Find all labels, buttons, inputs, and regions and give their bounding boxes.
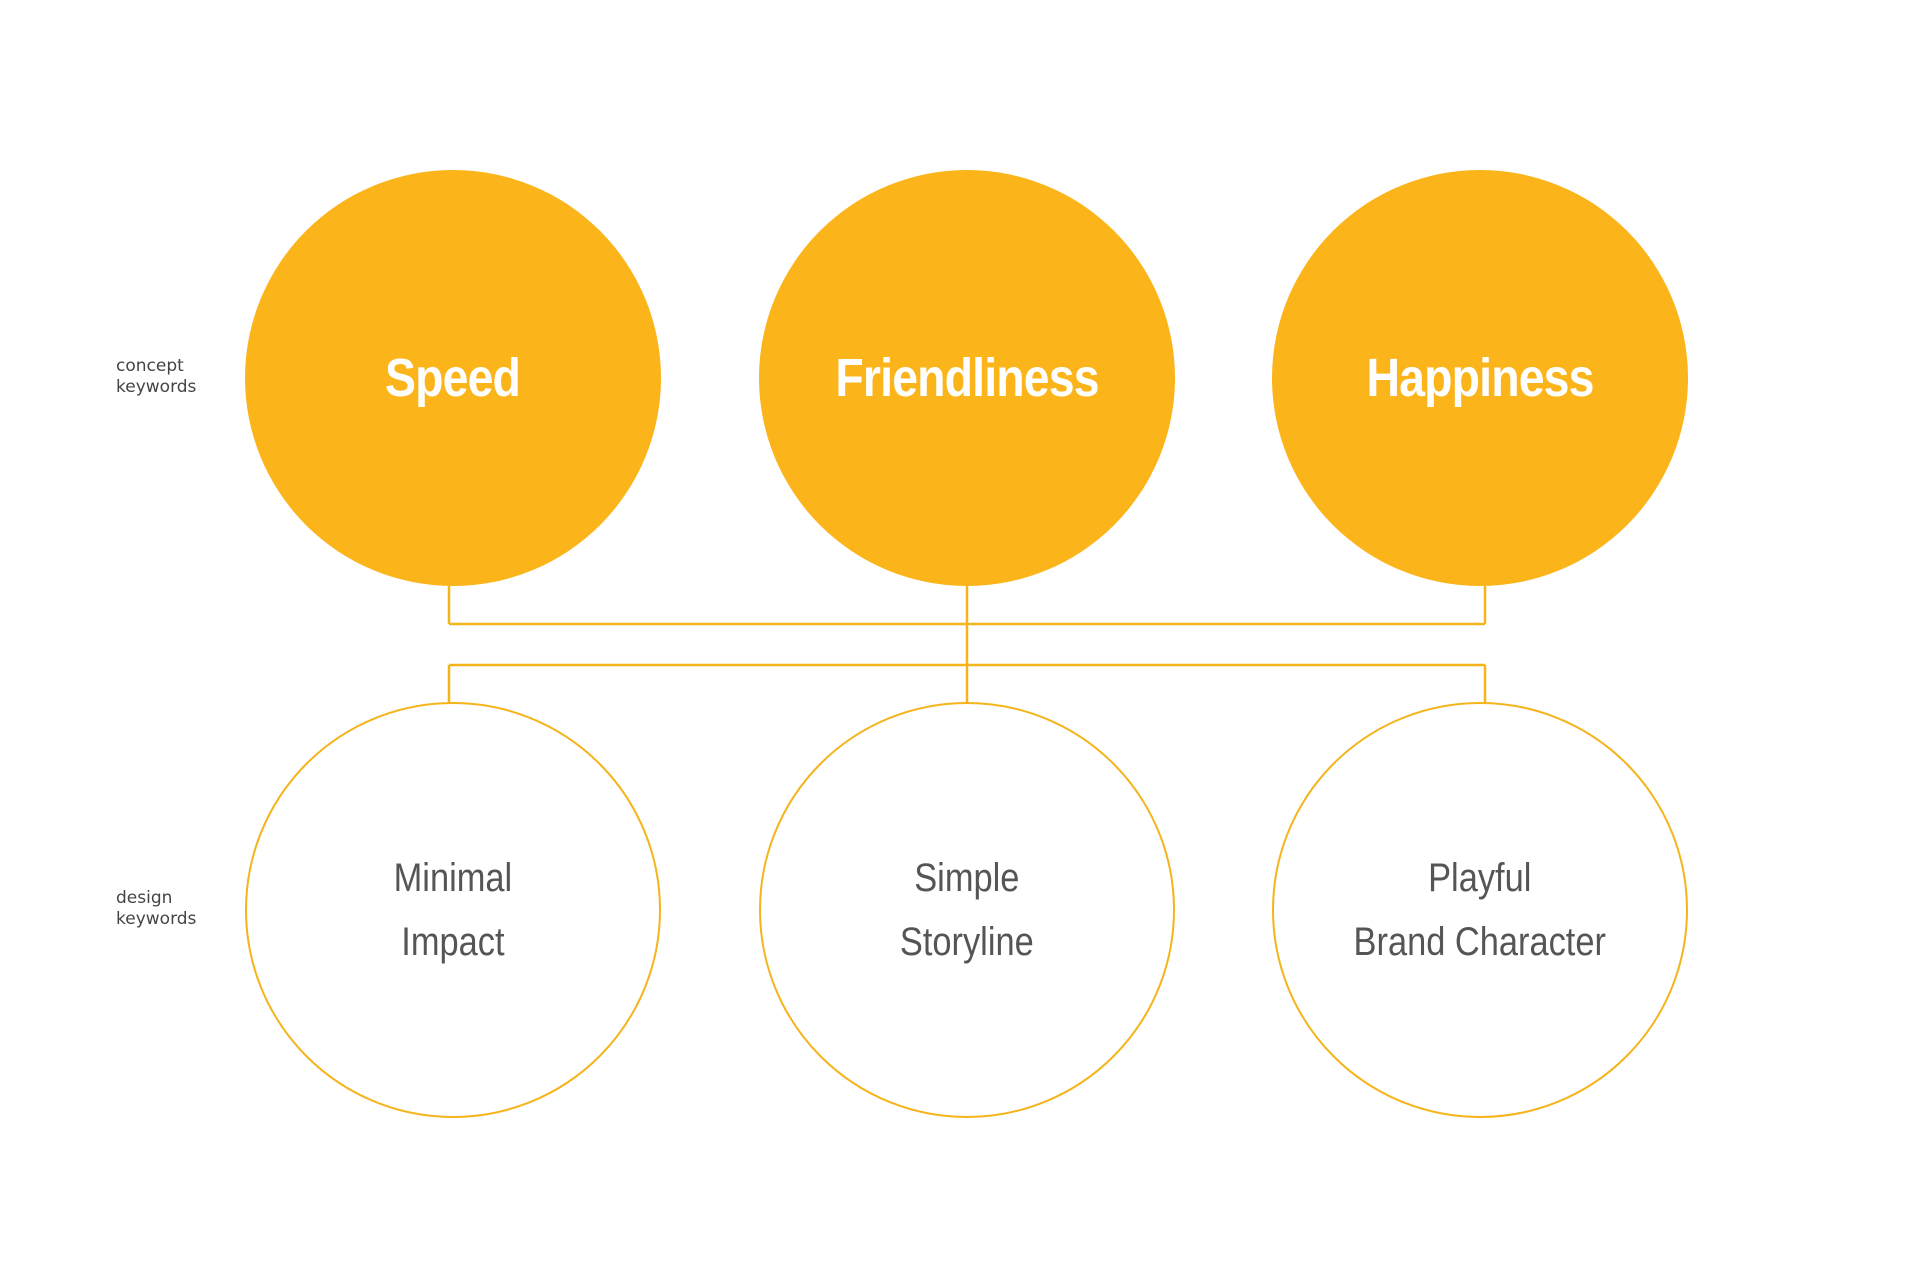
concept-keyword-happiness: Happiness <box>1366 348 1594 408</box>
design-keyword-line: Storyline <box>900 920 1034 964</box>
design-keyword-simple-storyline: Simple Storyline <box>900 846 1034 974</box>
design-keyword-line: Brand Character <box>1353 920 1607 964</box>
concept-circle-speed: Speed <box>245 170 661 586</box>
concept-circle-friendliness: Friendliness <box>759 170 1175 586</box>
design-keywords-label: design keywords <box>116 888 197 929</box>
design-keyword-line: Impact <box>401 920 505 964</box>
design-keyword-playful-brand-character: Playful Brand Character <box>1354 846 1606 974</box>
design-keyword-line: Simple <box>914 856 1020 900</box>
design-circle-playful-brand-character: Playful Brand Character <box>1272 702 1688 1118</box>
design-keyword-line: Playful <box>1428 856 1532 900</box>
design-circle-minimal-impact: Minimal Impact <box>245 702 661 1118</box>
concept-circle-happiness: Happiness <box>1272 170 1688 586</box>
concept-keyword-speed: Speed <box>385 348 521 408</box>
design-circle-simple-storyline: Simple Storyline <box>759 702 1175 1118</box>
concept-keyword-friendliness: Friendliness <box>835 348 1099 408</box>
design-keyword-line: Minimal <box>393 856 513 900</box>
concept-keywords-label: concept keywords <box>116 356 197 397</box>
design-keyword-minimal-impact: Minimal Impact <box>394 846 513 974</box>
